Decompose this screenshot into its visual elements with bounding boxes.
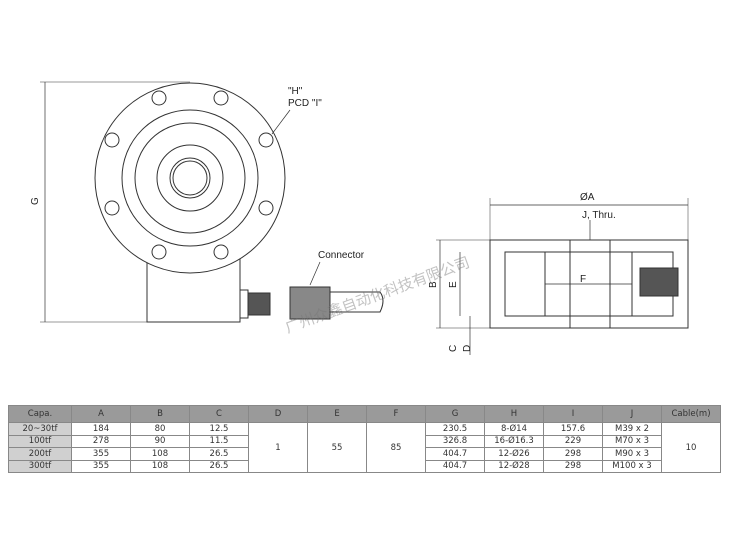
cell-h: 16-Ø16.3 — [484, 434, 544, 448]
bolt-holes — [104, 90, 274, 260]
cell-capa: 200tf — [8, 447, 72, 461]
spec-table: Capa. A B C D E F G H I J Cable(m) 20~30… — [8, 405, 721, 473]
label-j: J, Thru. — [582, 210, 616, 221]
cell-a: 278 — [71, 434, 131, 448]
cell-d: 1 — [248, 422, 308, 473]
header-j: J — [602, 405, 662, 423]
cell-j: M90 x 3 — [602, 447, 662, 461]
cell-g: 404.7 — [425, 447, 485, 461]
table-row: 100tf 278 90 11.5 326.8 16-Ø16.3 229 M70… — [8, 434, 721, 448]
label-a: ØA — [580, 192, 595, 203]
header-d: D — [248, 405, 308, 423]
cell-j: M70 x 3 — [602, 434, 662, 448]
technical-drawing: G "H" PCD "I" Connector ØA J, Thru. B E … — [30, 81, 689, 355]
cell-i: 229 — [543, 434, 603, 448]
label-b: B — [428, 281, 439, 288]
cell-cable: 10 — [661, 422, 721, 473]
cell-c: 12.5 — [189, 422, 249, 436]
cell-b: 80 — [130, 422, 190, 436]
cell-h: 12-Ø28 — [484, 459, 544, 473]
cell-g: 404.7 — [425, 459, 485, 473]
header-a: A — [71, 405, 131, 423]
label-d: D — [462, 345, 473, 352]
cell-g: 326.8 — [425, 434, 485, 448]
cell-h: 8-Ø14 — [484, 422, 544, 436]
label-h: "H" — [288, 86, 303, 97]
table-row: 300tf 355 108 26.5 404.7 12-Ø28 298 M100… — [8, 459, 721, 473]
cell-e: 55 — [307, 422, 367, 473]
cell-i: 157.6 — [543, 422, 603, 436]
header-cable: Cable(m) — [661, 405, 721, 423]
header-i: I — [543, 405, 603, 423]
header-h: H — [484, 405, 544, 423]
cell-h: 12-Ø26 — [484, 447, 544, 461]
label-g: G — [30, 197, 41, 205]
cell-b: 108 — [130, 459, 190, 473]
cell-i: 298 — [543, 459, 603, 473]
cell-f: 85 — [366, 422, 426, 473]
header-g: G — [425, 405, 485, 423]
table-row: 20~30tf 184 80 12.5 1 55 85 230.5 8-Ø14 … — [8, 422, 721, 473]
header-capa: Capa. — [8, 405, 72, 423]
cell-b: 108 — [130, 447, 190, 461]
cell-capa: 300tf — [8, 459, 72, 473]
cell-capa: 100tf — [8, 434, 72, 448]
cell-a: 184 — [71, 422, 131, 436]
cell-capa: 20~30tf — [8, 422, 72, 436]
cell-b: 90 — [130, 434, 190, 448]
label-f: F — [580, 274, 586, 285]
label-connector: Connector — [318, 250, 365, 261]
front-view — [40, 81, 384, 323]
header-c: C — [189, 405, 249, 423]
cell-i: 298 — [543, 447, 603, 461]
cell-a: 355 — [71, 447, 131, 461]
header-e: E — [307, 405, 367, 423]
header-f: F — [366, 405, 426, 423]
cell-j: M39 x 2 — [602, 422, 662, 436]
cell-c: 11.5 — [189, 434, 249, 448]
table-header: Capa. A B C D E F G H I J Cable(m) — [8, 405, 721, 423]
cell-c: 26.5 — [189, 459, 249, 473]
cell-g: 230.5 — [425, 422, 485, 436]
side-view — [436, 198, 689, 355]
label-c: C — [448, 345, 459, 352]
cell-j: M100 x 3 — [602, 459, 662, 473]
cell-a: 355 — [71, 459, 131, 473]
label-e: E — [448, 281, 459, 288]
header-b: B — [130, 405, 190, 423]
cell-c: 26.5 — [189, 447, 249, 461]
label-pcd: PCD "I" — [288, 98, 322, 109]
